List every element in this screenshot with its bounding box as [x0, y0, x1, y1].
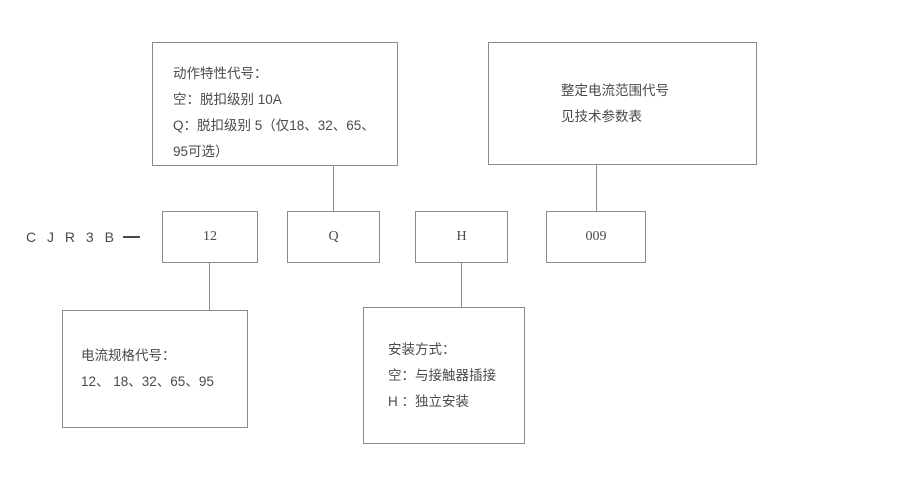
dash-separator	[123, 236, 140, 238]
description-line: 整定电流范围代号	[561, 82, 669, 98]
trip-characteristic-description-box: 动作特性代号： 空：脱扣级别 10A Q：脱扣级别 5（仅18、32、65、95…	[152, 42, 398, 166]
description-line: 安装方式：	[388, 341, 456, 357]
code-box-current-rating[interactable]: 12	[162, 211, 258, 263]
code-value: H	[456, 229, 467, 244]
connector-current-rating	[209, 263, 210, 310]
description-line: 空：与接触器插接	[388, 367, 496, 383]
code-box-setting-current-range[interactable]: 009	[546, 211, 646, 263]
code-value: Q	[328, 229, 339, 244]
description-line: Q：脱扣级别 5（仅18、32、65、95可选）	[173, 118, 375, 159]
code-box-mounting-type[interactable]: H	[415, 211, 508, 263]
description-line: 动作特性代号：	[173, 66, 268, 81]
setting-current-range-description-box: 整定电流范围代号 见技术参数表	[488, 42, 757, 165]
connector-trip-characteristic	[333, 166, 334, 211]
description-line: 见技术参数表	[561, 108, 642, 124]
code-value: 12	[203, 229, 217, 244]
mounting-type-description-box: 安装方式： 空：与接触器插接 H ：独立安装	[363, 307, 525, 444]
current-rating-description-box: 电流规格代号： 12、 18、32、65、95	[62, 310, 248, 428]
code-value: 009	[585, 229, 607, 244]
connector-setting-current-range	[596, 165, 597, 211]
series-label: C J R 3 B	[26, 229, 118, 245]
description-line: H ：独立安装	[388, 393, 469, 409]
code-box-trip-characteristic[interactable]: Q	[287, 211, 380, 263]
description-line: 12、 18、32、65、95	[81, 374, 214, 389]
connector-mounting-type	[461, 263, 462, 307]
description-line: 空：脱扣级别 10A	[173, 92, 282, 107]
description-line: 电流规格代号：	[81, 348, 176, 363]
